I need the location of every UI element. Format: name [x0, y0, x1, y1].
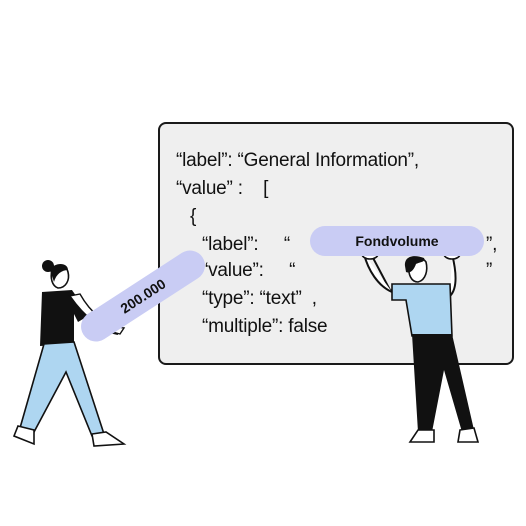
code-line-value: “value” : [: [176, 178, 269, 199]
code-line-multiple: “multiple”: false: [202, 316, 328, 337]
code-line-brace: {: [190, 206, 197, 227]
label-value-pill: Fondvolume: [310, 226, 484, 256]
code-line-inner-value-end: ”: [486, 260, 493, 281]
right-person-figure: [361, 248, 480, 443]
code-line-inner-value: “value”: “: [202, 260, 296, 281]
label-value-text: Fondvolume: [355, 233, 439, 249]
code-line-inner-label-end: ”,: [486, 234, 498, 255]
code-line-inner-label: “label”: “: [202, 234, 290, 255]
code-line-type: “type”: “text” ,: [202, 288, 317, 309]
left-person-figure: [12, 260, 127, 447]
code-line-label: “label”: “General Information”,: [176, 150, 420, 171]
